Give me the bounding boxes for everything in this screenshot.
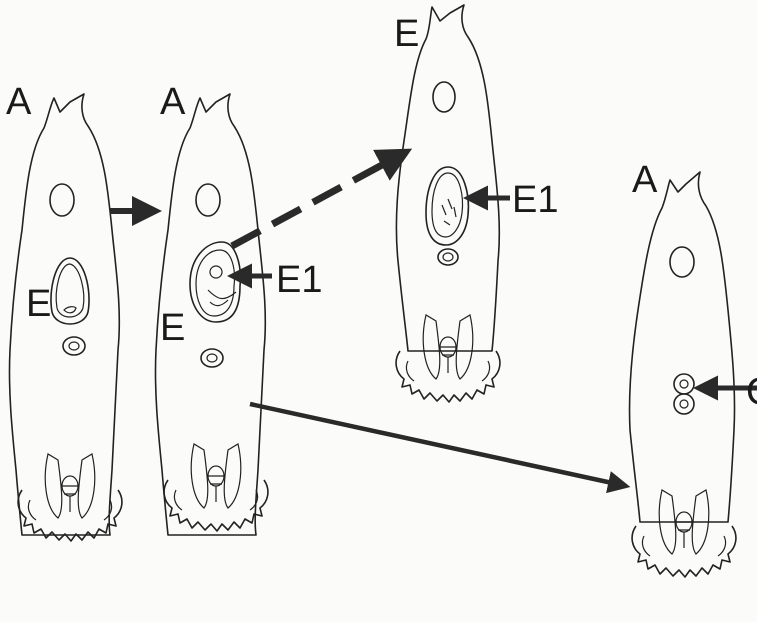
label-e1-top: E1: [512, 179, 558, 221]
cell-c-upper: [674, 374, 694, 394]
label-a-2: A: [160, 81, 186, 123]
label-a-right: A: [632, 159, 658, 201]
arrow-egg-to-e: [232, 152, 406, 246]
embryo-e1: [210, 266, 222, 278]
rotifer-body-3: [396, 5, 500, 402]
label-e-egg-1: E: [26, 283, 51, 325]
arrow-to-animal-4: [250, 404, 626, 486]
label-c-partial: C: [746, 371, 757, 413]
label-e1-mid: E1: [276, 259, 322, 301]
rotifer-body-4: [629, 172, 735, 577]
egg-e-2: [190, 242, 240, 322]
cell-c-lower: [674, 394, 694, 414]
label-a-1: A: [6, 81, 32, 123]
label-e-top: E: [394, 13, 419, 55]
label-e-egg-2: E: [160, 307, 185, 349]
